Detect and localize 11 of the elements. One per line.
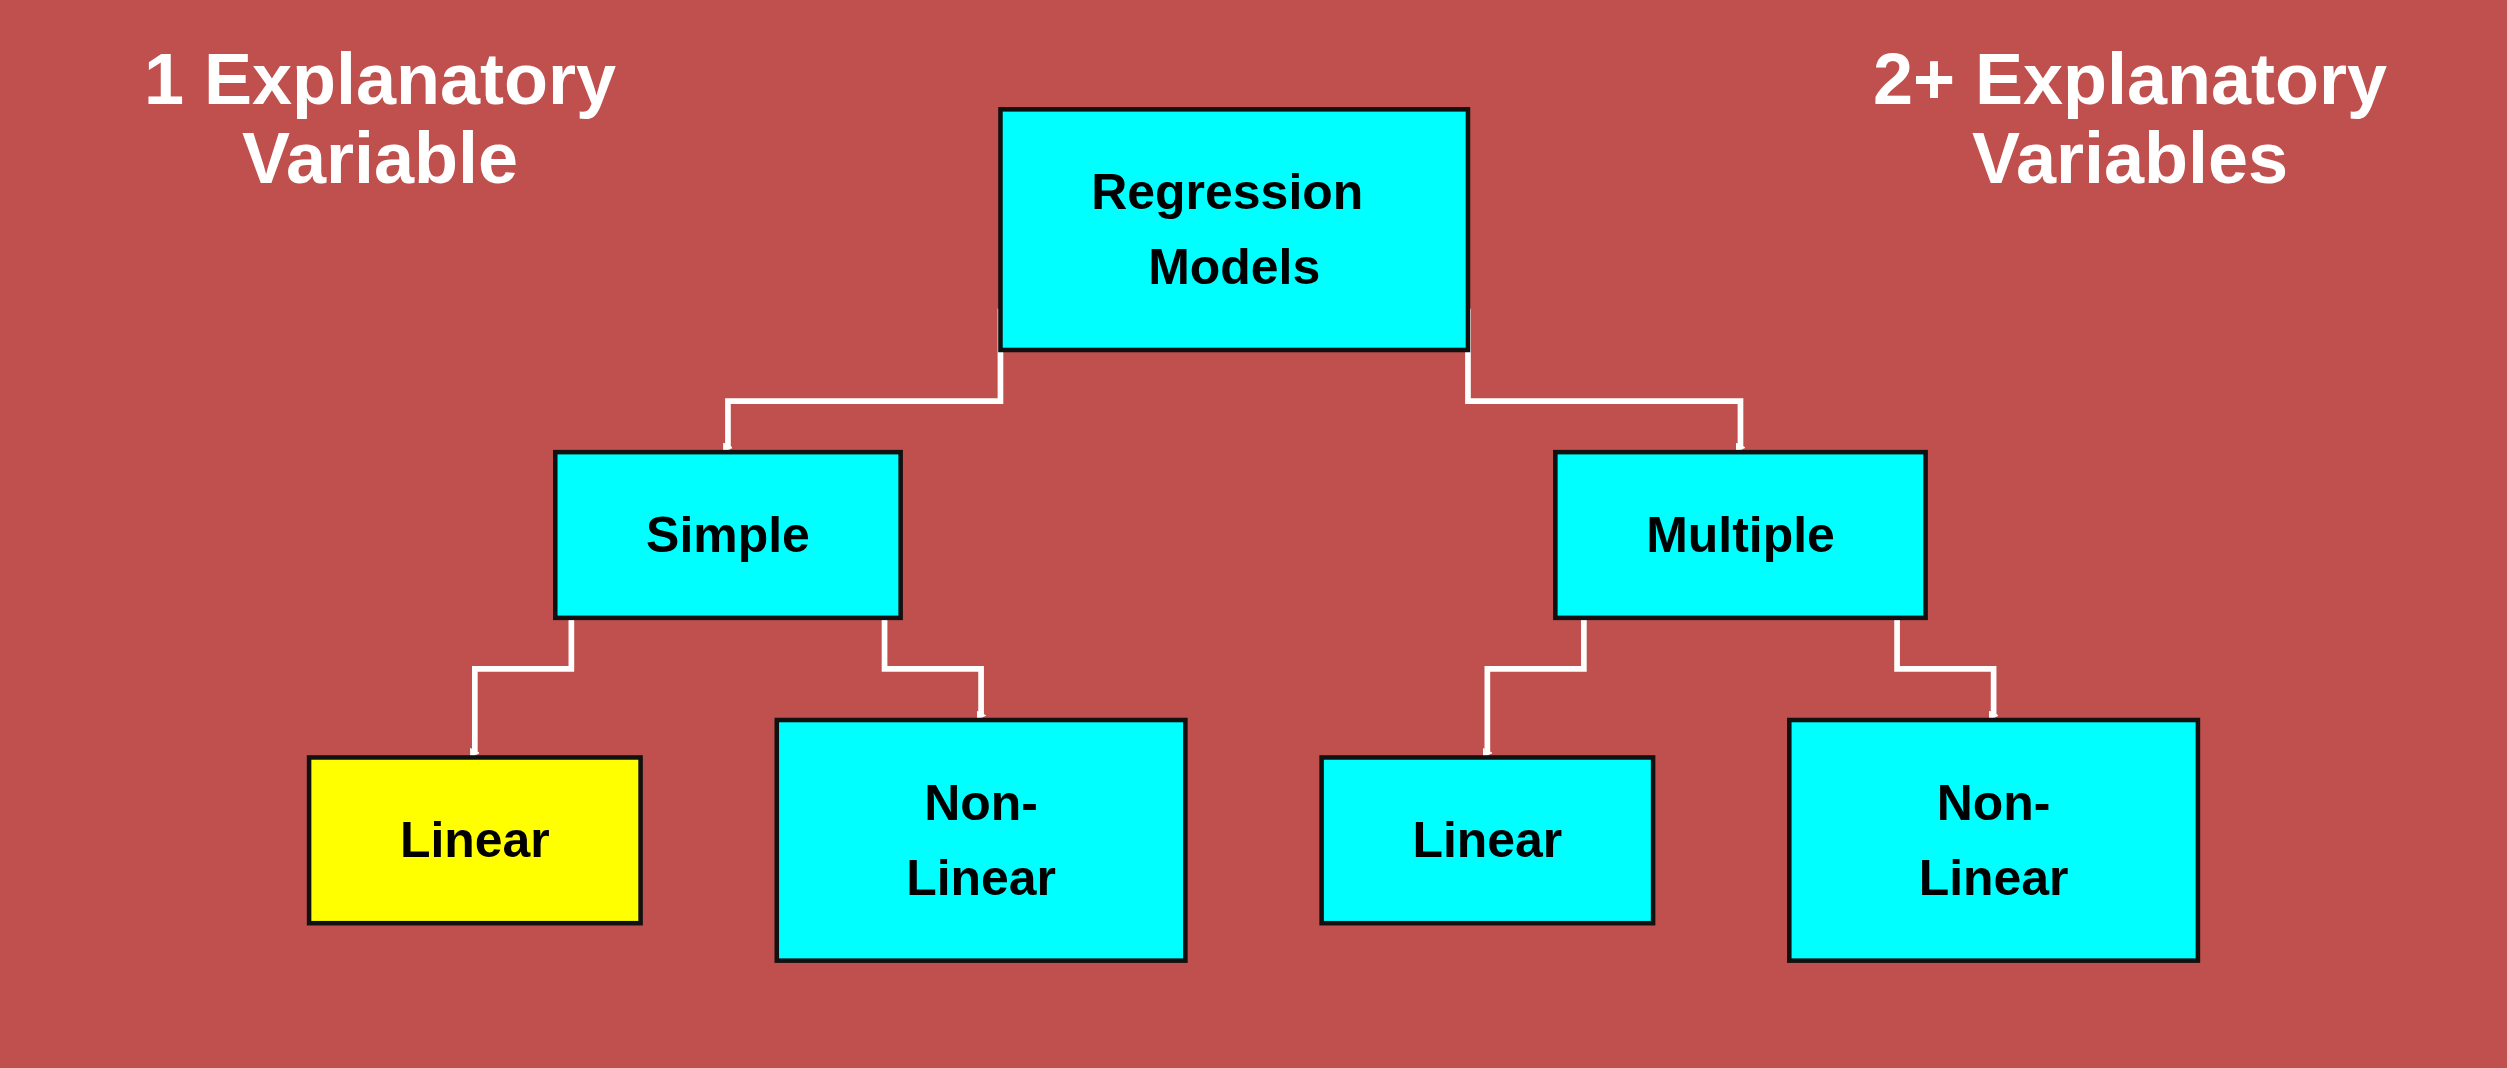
node-box: Non-Linear (1787, 717, 2201, 963)
node-box: Regression Models (998, 107, 1471, 353)
arrow (1482, 617, 1587, 758)
node-box: Linear (306, 755, 643, 926)
node-box: Simple (553, 449, 903, 621)
node-box: Multiple (1553, 449, 1928, 621)
heading-label: 1 Explanatory Variable (142, 40, 618, 199)
node-box: Non-Linear (774, 717, 1188, 963)
node-box: Linear (1319, 755, 1656, 926)
arrow (469, 617, 575, 758)
heading-label: 2+ Explanatory Variables (1871, 40, 2389, 199)
